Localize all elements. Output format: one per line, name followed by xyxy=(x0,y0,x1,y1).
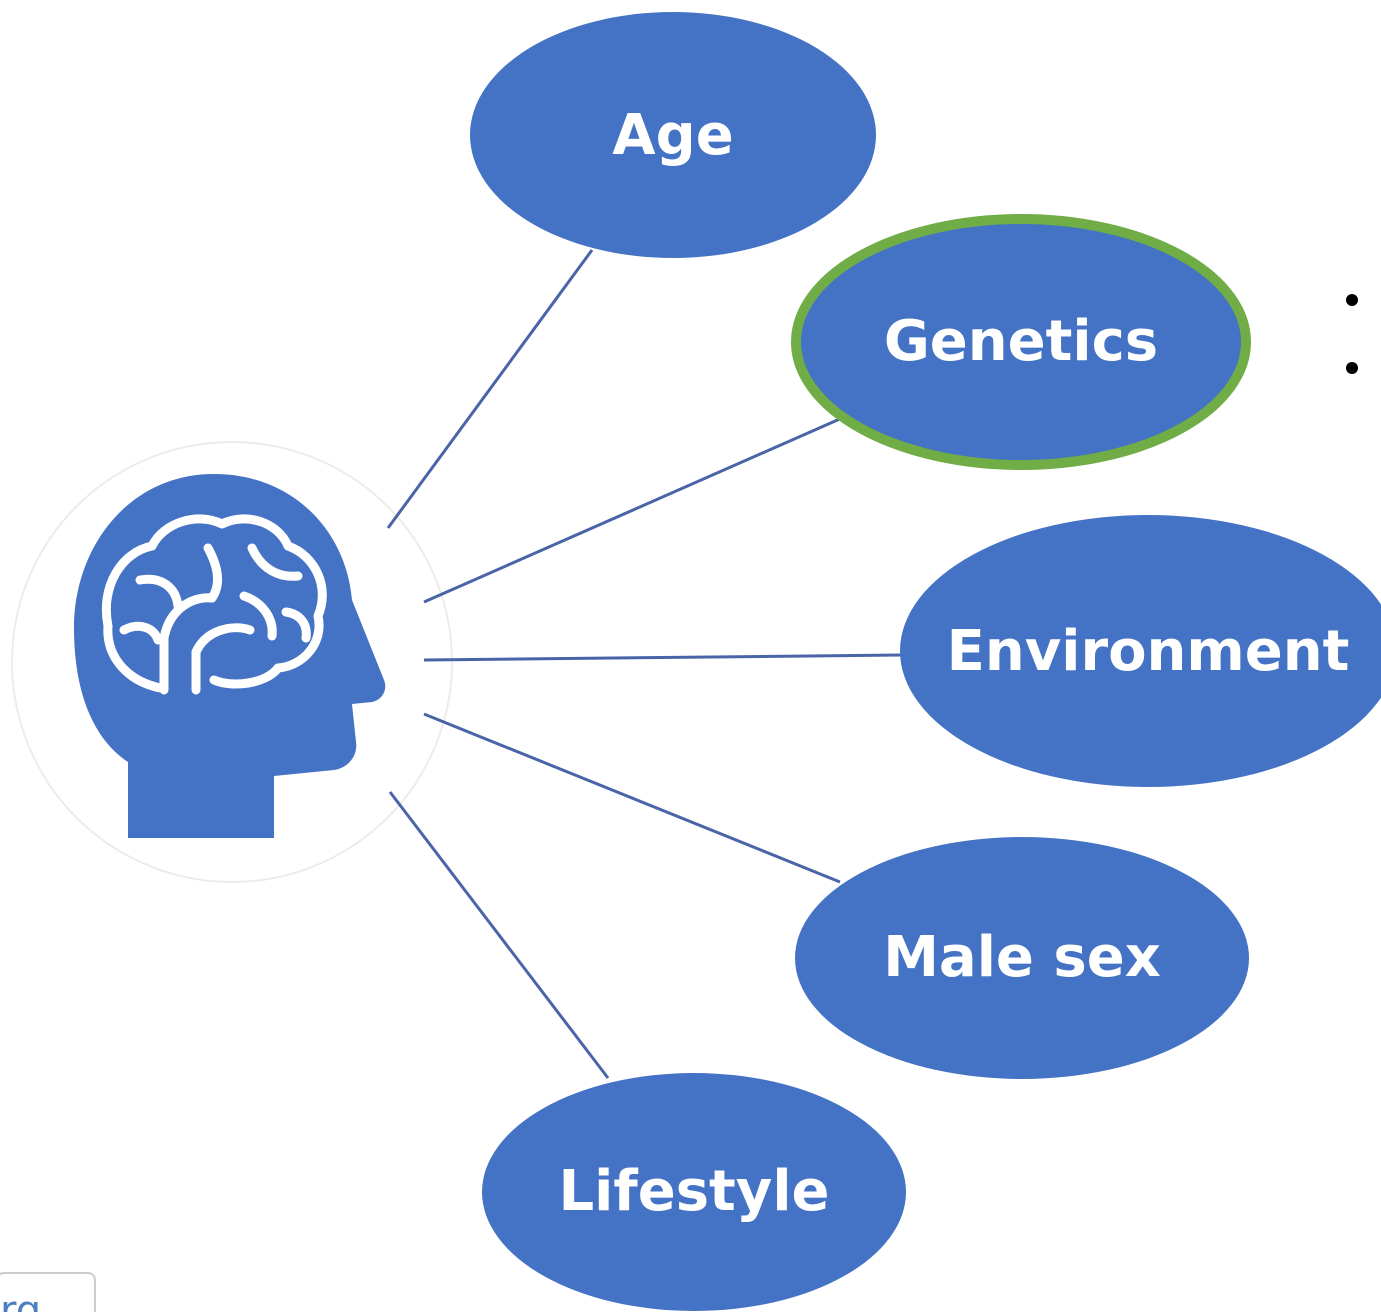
bullet-marker xyxy=(1346,294,1358,306)
node-male-sex: Male sex xyxy=(795,837,1249,1079)
node-lifestyle: Lifestyle xyxy=(482,1073,906,1311)
head-with-brain-icon xyxy=(74,474,386,838)
node-age-label: Age xyxy=(612,103,733,168)
node-age: Age xyxy=(470,12,876,258)
node-lifestyle-label: Lifestyle xyxy=(558,1159,829,1224)
connector-environment xyxy=(423,653,907,662)
connector-genetics xyxy=(423,416,843,604)
bullet-marker xyxy=(1346,362,1358,374)
corner-tab[interactable]: rg xyxy=(0,1272,96,1312)
connector-lifestyle xyxy=(388,791,610,1079)
connector-lines xyxy=(386,249,907,1079)
node-environment: Environment xyxy=(900,515,1381,787)
node-male-sex-label: Male sex xyxy=(883,925,1161,990)
node-genetics: Genetics xyxy=(791,214,1251,470)
node-genetics-label: Genetics xyxy=(884,309,1158,374)
connector-male-sex xyxy=(423,712,841,884)
connector-age xyxy=(386,249,594,529)
corner-tab-text: rg xyxy=(0,1288,42,1312)
node-environment-label: Environment xyxy=(947,619,1350,684)
